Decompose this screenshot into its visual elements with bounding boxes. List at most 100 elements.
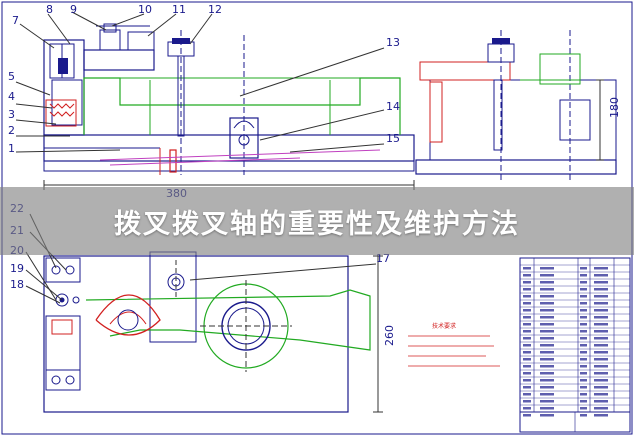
part-number: 15 (386, 132, 400, 145)
front-view (15, 11, 415, 190)
parts-row-mark (523, 414, 531, 417)
parts-row-mark (523, 288, 531, 291)
parts-row-mark (523, 358, 531, 361)
parts-row-mark (523, 393, 531, 396)
parts-row-mark (540, 358, 554, 361)
part-number: 4 (8, 90, 15, 103)
parts-row-mark (540, 281, 554, 284)
parts-row-mark (523, 302, 531, 305)
part-number: 13 (386, 36, 400, 49)
parts-row-mark (523, 309, 531, 312)
part-number: 1 (8, 142, 15, 155)
parts-row-mark (580, 351, 587, 354)
parts-row-mark (540, 302, 554, 305)
parts-row-mark (540, 393, 554, 396)
parts-row-mark (594, 330, 608, 333)
notes-lines (408, 335, 500, 367)
parts-row-mark (540, 323, 554, 326)
parts-row-mark (540, 267, 554, 270)
part-number: 17 (376, 252, 390, 265)
parts-row-mark (594, 358, 608, 361)
part-number: 2 (8, 124, 15, 137)
part-number: 12 (208, 3, 222, 16)
parts-row-mark (580, 358, 587, 361)
parts-row-mark (594, 379, 608, 382)
parts-row-mark (523, 337, 531, 340)
parts-row-mark (523, 281, 531, 284)
parts-row-mark (580, 330, 587, 333)
parts-row-mark (523, 295, 531, 298)
banner-title: 拨叉拨叉轴的重要性及维护方法 (114, 208, 520, 240)
parts-row-mark (594, 316, 608, 319)
side-view (415, 30, 617, 180)
parts-row-mark (540, 414, 554, 417)
parts-row-mark (594, 414, 608, 417)
part-number: 9 (70, 3, 77, 16)
parts-row-mark (580, 302, 587, 305)
parts-row-mark (580, 414, 587, 417)
parts-row-mark (594, 351, 608, 354)
parts-row-mark (580, 309, 587, 312)
parts-row-mark (540, 386, 554, 389)
parts-row-mark (594, 386, 608, 389)
parts-row-mark (580, 267, 587, 270)
part-number: 10 (138, 3, 152, 16)
parts-row-mark (594, 372, 608, 375)
parts-row-mark (580, 316, 587, 319)
parts-row-mark (580, 365, 587, 368)
parts-row-mark (540, 337, 554, 340)
parts-row-mark (540, 365, 554, 368)
parts-row-mark (540, 316, 554, 319)
parts-row-mark (594, 274, 608, 277)
parts-row-mark (580, 393, 587, 396)
parts-row-mark (594, 295, 608, 298)
parts-row-mark (580, 372, 587, 375)
part-number: 8 (46, 3, 53, 16)
parts-row-mark (580, 400, 587, 403)
part-number: 7 (12, 14, 19, 27)
parts-row-mark (580, 344, 587, 347)
parts-row-mark (594, 344, 608, 347)
top-view (25, 213, 383, 413)
parts-row-mark (594, 393, 608, 396)
parts-row-mark (523, 351, 531, 354)
parts-row-mark (540, 288, 554, 291)
parts-row-mark (523, 407, 531, 410)
parts-row-mark (594, 302, 608, 305)
parts-row-mark (540, 351, 554, 354)
parts-row-mark (540, 400, 554, 403)
parts-list (519, 257, 631, 433)
parts-row-mark (580, 295, 587, 298)
parts-row-mark (580, 337, 587, 340)
parts-row-mark (540, 309, 554, 312)
part-number: 3 (8, 108, 15, 121)
parts-row-mark (594, 288, 608, 291)
parts-row-mark (523, 400, 531, 403)
part-number: 14 (386, 100, 400, 113)
parts-row-mark (594, 267, 608, 270)
parts-row-mark (540, 330, 554, 333)
notes-title: 技术要求 (432, 322, 456, 330)
parts-row-mark (523, 344, 531, 347)
parts-list-rows (520, 264, 630, 417)
parts-row-mark (540, 344, 554, 347)
parts-row-mark (594, 407, 608, 410)
parts-row-mark (594, 365, 608, 368)
parts-row-mark (580, 323, 587, 326)
parts-row-mark (594, 337, 608, 340)
parts-row-mark (594, 400, 608, 403)
parts-row-mark (540, 295, 554, 298)
parts-row-mark (523, 379, 531, 382)
parts-row-mark (523, 372, 531, 375)
parts-row-mark (523, 323, 531, 326)
parts-row-mark (523, 316, 531, 319)
parts-row-mark (540, 372, 554, 375)
parts-row-mark (580, 274, 587, 277)
parts-row-mark (594, 323, 608, 326)
parts-row-mark (580, 281, 587, 284)
part-number: 5 (8, 70, 15, 83)
parts-row-mark (523, 330, 531, 333)
parts-row-mark (523, 274, 531, 277)
parts-row-mark (523, 365, 531, 368)
